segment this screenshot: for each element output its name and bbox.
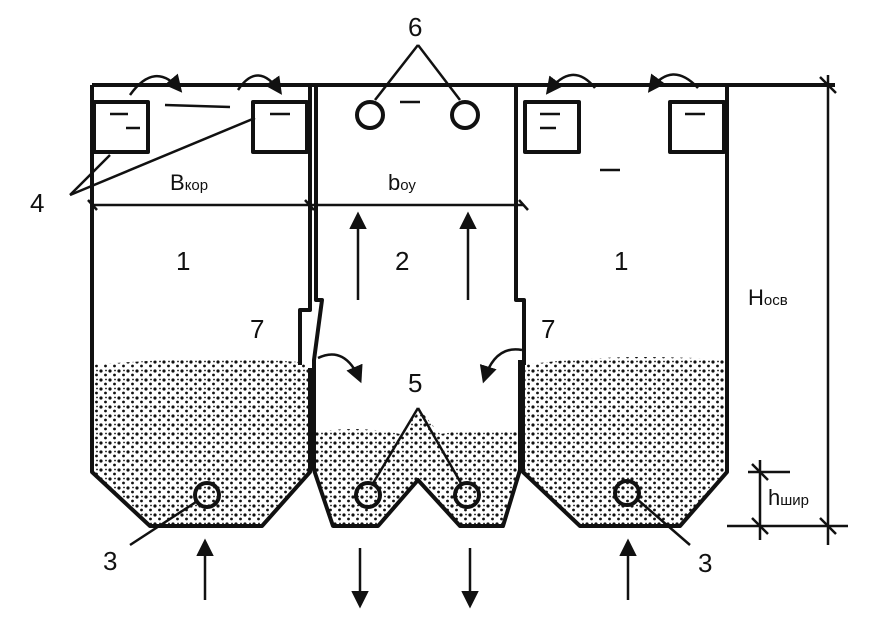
suspended-layer-right [523,356,727,524]
dim-b-kor: Bкор [170,170,208,195]
dim-h-osv: Hосв [748,285,788,310]
right-clarifier-wall [521,85,729,528]
label-6: 6 [408,12,422,42]
dim-h-shir: hшир [768,485,809,510]
label-3-left: 3 [103,546,117,576]
left-inner-wall [298,85,312,365]
label-1-left: 1 [176,246,190,276]
trough-left-1 [92,100,150,154]
pipe-6-left [355,100,385,130]
overflow-arrow-1 [128,73,183,96]
label-2: 2 [395,246,409,276]
label-7-right: 7 [541,314,555,344]
overflow-arrow-2 [236,74,282,95]
sludge-concentrator-fill [314,410,520,524]
suspended-layer-left [92,359,310,524]
pipe-3-left [193,481,221,509]
sludge-window-arrow-left [317,353,363,384]
pipe-5-left [354,481,382,509]
overflow-arrow-4 [647,73,699,93]
pipe-6-right [450,100,480,130]
label-7-left: 7 [250,314,264,344]
center-right-wall [514,85,526,365]
label-3-right: 3 [698,548,712,578]
trough-right-2 [668,100,726,154]
left-clarifier-wall [90,85,312,528]
label-4: 4 [30,188,44,218]
pipe-3-right [613,479,641,507]
dim-b-oy: bоу [388,170,416,195]
center-left-wall [312,85,522,528]
overflow-arrow-3 [545,73,596,95]
pipe-5-right [453,481,481,509]
label-1-right: 1 [614,246,628,276]
label-5: 5 [408,368,422,398]
trough-right-1 [523,100,581,154]
sludge-window-arrow-right [479,348,523,384]
trough-left-2 [251,100,309,154]
